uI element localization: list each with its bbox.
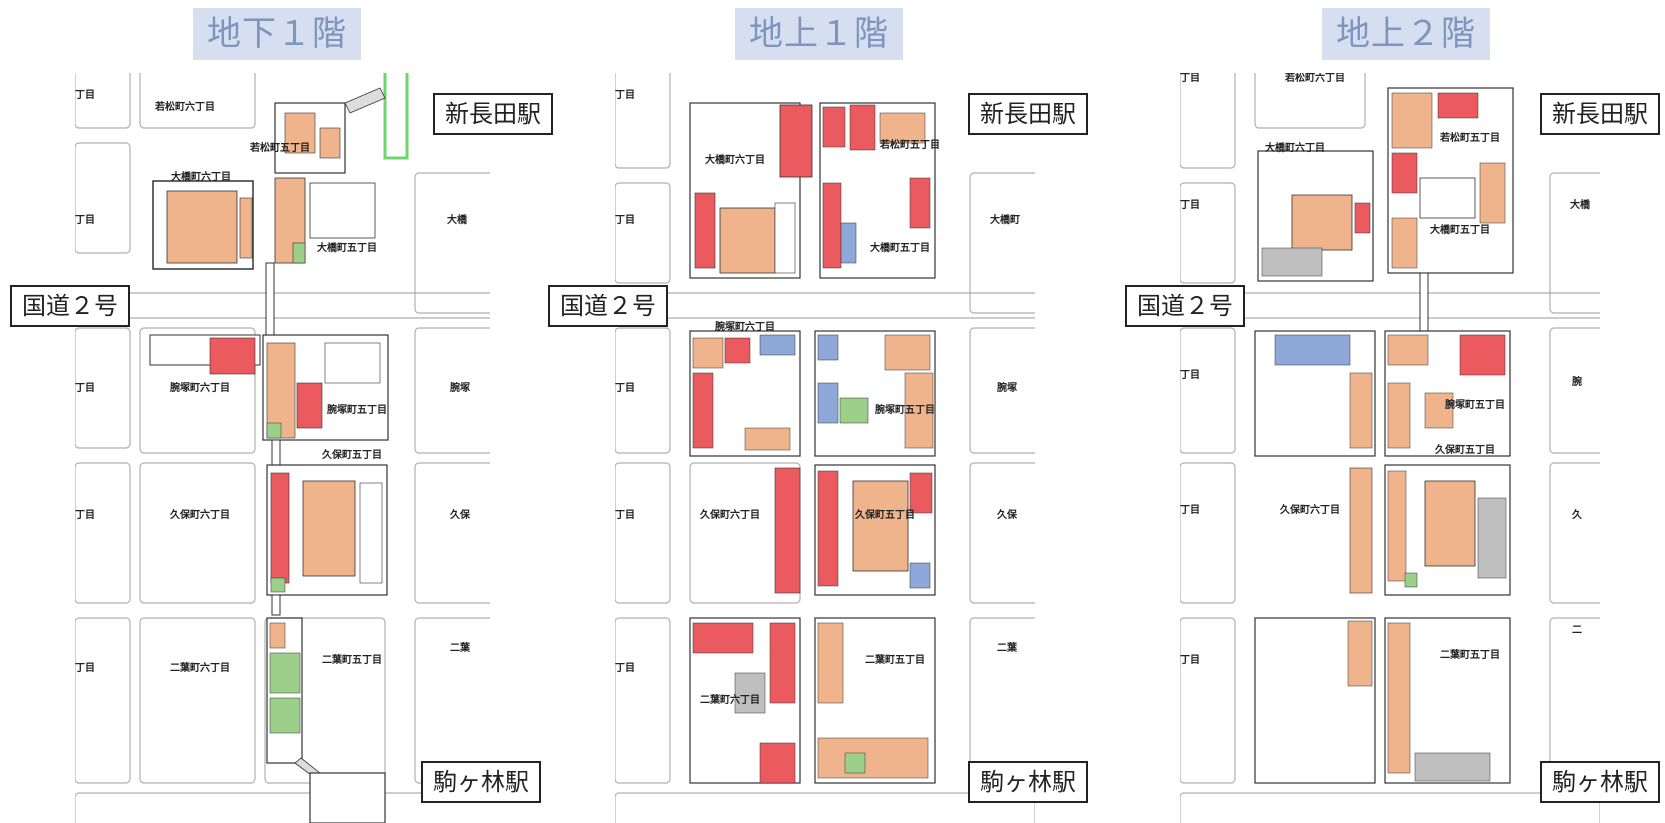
block-label: 二葉町五丁目: [322, 653, 382, 666]
block-label: 大橋町六丁目: [1265, 141, 1325, 154]
block-label: 大橋: [1570, 198, 1591, 211]
block-label: 二葉町六丁目: [170, 661, 230, 674]
block-label: 大橋町六丁目: [705, 153, 765, 166]
block-label: 二葉: [450, 641, 471, 654]
block-label: 丁目: [1180, 369, 1200, 381]
block-label: 若松町六丁目: [154, 100, 215, 113]
block-label: 丁目: [1180, 504, 1200, 516]
block-label: 久保: [996, 508, 1018, 521]
block-label: 二葉町五丁目: [865, 653, 925, 666]
road-label-route-2: 国道２号: [548, 285, 668, 327]
block-label: 丁目: [75, 214, 95, 226]
block-label: 丁目: [75, 382, 95, 394]
floor-title-1f: 地上１階: [735, 8, 903, 60]
block-label: 腕塚町五丁目: [1445, 398, 1505, 411]
station-label-shin-nagata: 新長田駅: [1540, 93, 1660, 135]
block-label: 若松町五丁目: [879, 138, 940, 151]
block-label: 久保町五丁目: [1434, 443, 1495, 456]
block-label: 丁目: [615, 509, 635, 521]
block-label: 久保: [449, 508, 471, 521]
floor-plan-b1: 若松町六丁目 若松町五丁目 大橋町六丁目 大橋町五丁目 腕塚町六丁目 腕塚町五丁…: [75, 73, 490, 823]
block-label: 大橋町五丁目: [870, 241, 930, 254]
block-label: 丁目: [615, 662, 635, 674]
block-label: 久保町五丁目: [854, 508, 915, 521]
floor-map-b1: 若松町六丁目 若松町五丁目 大橋町六丁目 大橋町五丁目 腕塚町六丁目 腕塚町五丁…: [75, 73, 490, 823]
block-label: 腕塚町五丁目: [327, 403, 387, 416]
block-label: 腕塚町六丁目: [715, 320, 775, 333]
road-label-route-2: 国道２号: [1125, 285, 1245, 327]
block-label: 大橋町: [990, 213, 1020, 226]
block-label: 大橋町五丁目: [317, 241, 377, 254]
block-label: 腕塚町六丁目: [170, 381, 230, 394]
station-label-komagabayashi: 駒ヶ林駅: [421, 761, 541, 803]
block-label: 丁目: [75, 509, 95, 521]
block-label: 大橋町六丁目: [171, 170, 231, 183]
block-label: 久保町五丁目: [321, 448, 382, 461]
block-label: 丁目: [615, 89, 635, 101]
station-label-shin-nagata: 新長田駅: [968, 93, 1088, 135]
block-label: 丁目: [1180, 73, 1200, 84]
floor-map-2f: 若松町六丁目 若松町五丁目 大橋町六丁目 大橋町五丁目 腕塚町五丁目 久保町五丁…: [1180, 73, 1600, 823]
floor-map-1f: 若松町五丁目 大橋町六丁目 大橋町五丁目 腕塚町六丁目 腕塚町五丁目 久保町六丁…: [615, 73, 1035, 823]
block-label: 二葉町五丁目: [1440, 648, 1500, 661]
block-label: 若松町五丁目: [1439, 131, 1500, 144]
block-label: 腕: [1572, 375, 1582, 388]
block-label: 丁目: [615, 382, 635, 394]
floor-title-b1: 地下１階: [193, 8, 361, 60]
block-label: 若松町五丁目: [249, 141, 310, 154]
road-label-route-2: 国道２号: [10, 285, 130, 327]
block-label: 二葉町六丁目: [700, 693, 760, 706]
block-label: 丁目: [615, 214, 635, 226]
floor-plan-2f: 若松町六丁目 若松町五丁目 大橋町六丁目 大橋町五丁目 腕塚町五丁目 久保町五丁…: [1180, 73, 1600, 823]
block-label: 丁目: [1180, 199, 1200, 211]
station-label-shin-nagata: 新長田駅: [433, 93, 553, 135]
block-label: 丁目: [75, 662, 95, 674]
block-label: 二葉: [997, 641, 1018, 654]
block-label: 丁目: [75, 89, 95, 101]
block-label: 久: [1571, 508, 1583, 521]
block-label: 腕塚: [997, 381, 1017, 394]
station-label-komagabayashi: 駒ヶ林駅: [968, 761, 1088, 803]
block-label: 腕塚: [450, 381, 470, 394]
block-label: 腕塚町五丁目: [875, 403, 935, 416]
floor-plan-1f: 若松町五丁目 大橋町六丁目 大橋町五丁目 腕塚町六丁目 腕塚町五丁目 久保町六丁…: [615, 73, 1035, 823]
block-label: 若松町六丁目: [1284, 73, 1345, 84]
block-label: 二: [1572, 624, 1582, 636]
block-label: 丁目: [1180, 654, 1200, 666]
block-label: 久保町六丁目: [699, 508, 760, 521]
block-label: 久保町六丁目: [169, 508, 230, 521]
floor-title-2f: 地上２階: [1322, 8, 1490, 60]
station-label-komagabayashi: 駒ヶ林駅: [1540, 761, 1660, 803]
block-label: 久保町六丁目: [1279, 503, 1340, 516]
block-label: 大橋: [447, 213, 468, 226]
block-label: 大橋町五丁目: [1430, 223, 1490, 236]
